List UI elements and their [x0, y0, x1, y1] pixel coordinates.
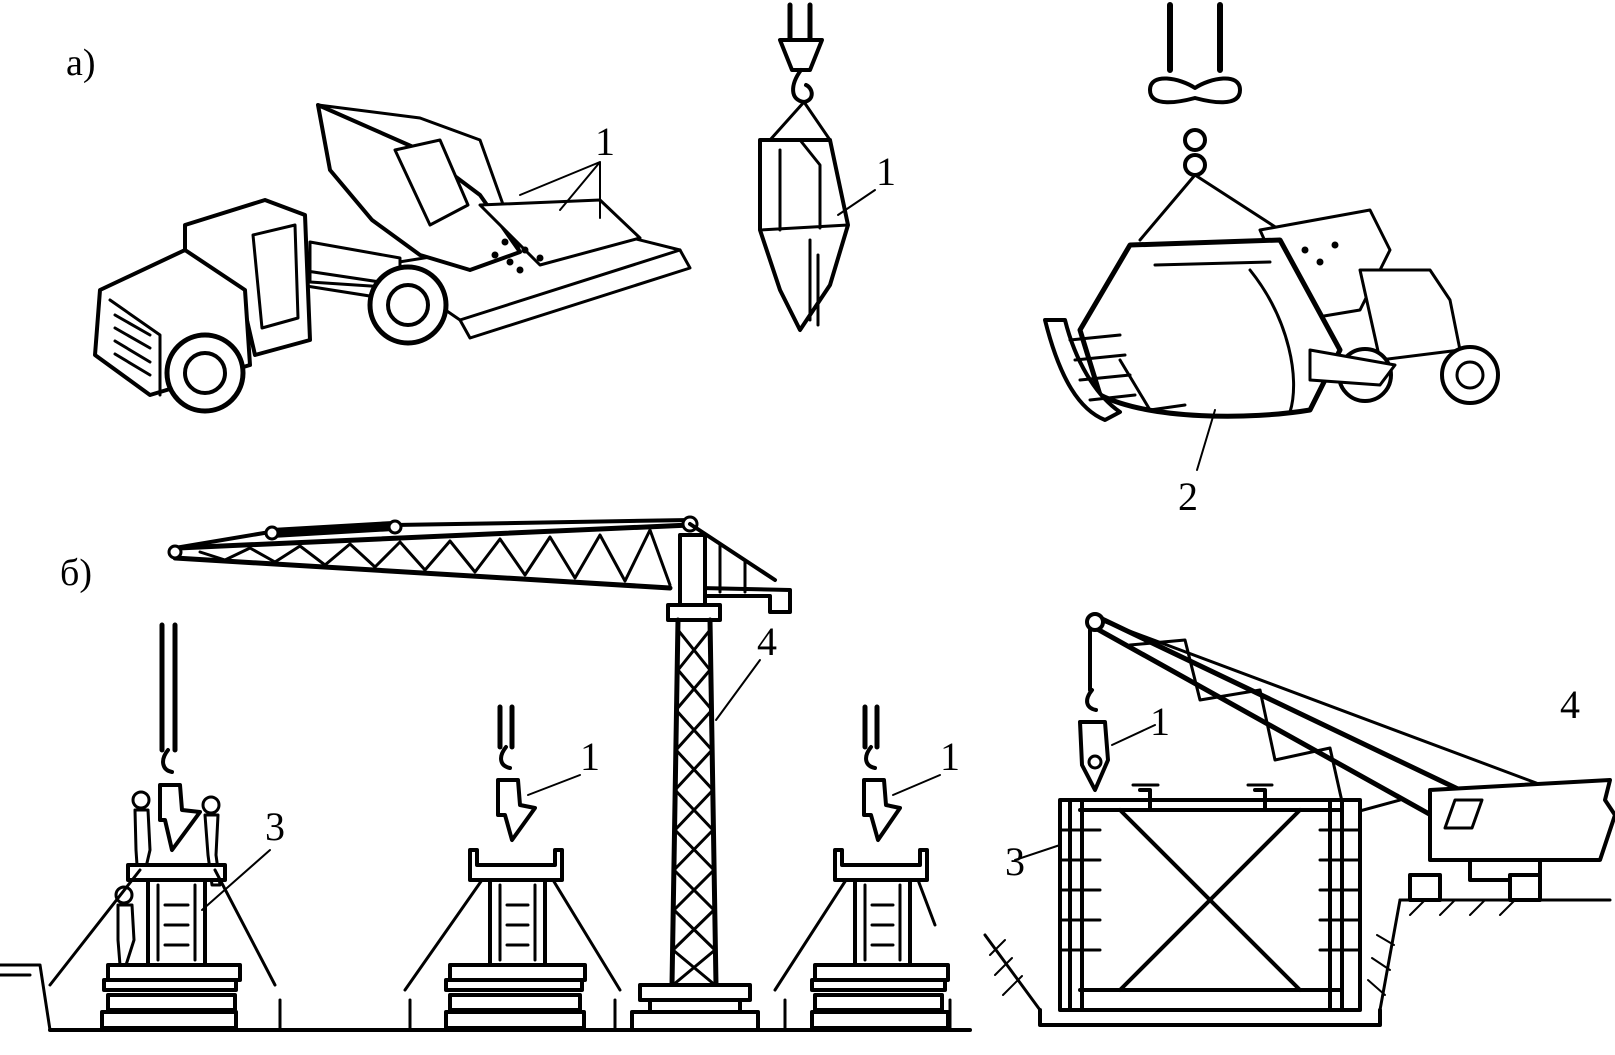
dump-truck-figure: 1	[93, 103, 692, 414]
spreader-beam	[1148, 76, 1242, 105]
crawler-crane-figure: 1 4 3	[983, 612, 1615, 1027]
formwork-right	[853, 878, 912, 967]
callout-1-right: 1	[940, 734, 960, 779]
worker-3	[116, 903, 136, 967]
pit-formwork	[1058, 798, 1362, 1012]
bucket-middle	[496, 778, 537, 842]
hook-block	[778, 38, 824, 72]
formwork-middle	[488, 878, 547, 967]
tower-crane-figure: 4	[167, 515, 792, 1032]
callout-4-tower: 4	[757, 619, 777, 664]
callout-4-crawler: 4	[1560, 682, 1580, 727]
crane-base	[630, 983, 760, 1032]
bucket-left	[158, 783, 202, 852]
formwork-right-figure: 1	[773, 704, 960, 1030]
callout-2-bucket: 2	[1178, 474, 1198, 519]
bucket-cradle	[1043, 318, 1122, 422]
callout-1-middle: 1	[580, 734, 600, 779]
concrete-bucket	[758, 138, 850, 332]
callout-1-crawler: 1	[1150, 699, 1170, 744]
formwork-middle-figure: 1	[403, 704, 622, 1030]
hanging-bucket-figure: 1	[758, 2, 896, 332]
callout-1-truck: 1	[595, 119, 615, 164]
callout-3-crawler: 3	[1005, 839, 1025, 884]
bucket-filling-figure: 2	[1043, 2, 1500, 519]
panel-label-a: а)	[66, 42, 96, 84]
crane-cab	[678, 533, 707, 614]
callout-1-hanging: 1	[876, 149, 896, 194]
formwork-left-figure: 3	[48, 622, 285, 1030]
callout-3-form: 3	[265, 804, 285, 849]
bucket-right	[862, 778, 902, 842]
panel-label-b: б)	[60, 552, 92, 594]
ground-left	[0, 963, 972, 1032]
